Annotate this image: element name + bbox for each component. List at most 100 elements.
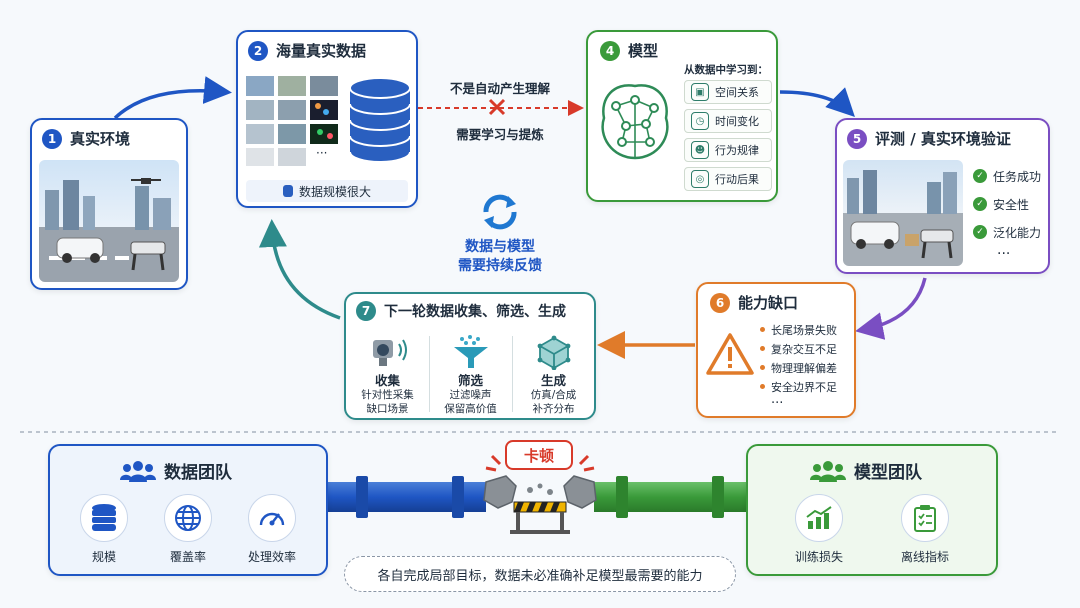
chart-icon bbox=[806, 506, 832, 529]
check-icon: ✓ bbox=[973, 225, 987, 239]
metric-efficiency: 处理效率 bbox=[232, 494, 312, 565]
database-icon bbox=[348, 76, 412, 170]
bottom-caption: 各自完成局部目标，数据未必准确补足模型最需要的能力 bbox=[344, 556, 736, 592]
check-icon: ✓ bbox=[973, 197, 987, 211]
team-icon bbox=[810, 460, 846, 482]
model-team-header: 模型团队 bbox=[810, 458, 922, 483]
small-database-icon bbox=[282, 185, 293, 197]
step-number: 4 bbox=[600, 40, 620, 61]
funnel-icon bbox=[453, 335, 488, 368]
tool-divider bbox=[512, 336, 513, 412]
step-number: 6 bbox=[710, 292, 730, 313]
refresh-cycle-icon bbox=[478, 190, 522, 238]
tool-label: 收集 bbox=[374, 373, 400, 388]
metric-training-loss: 训练损失 bbox=[776, 494, 862, 565]
clock-icon: ◷ bbox=[691, 112, 709, 130]
learn-title: 从数据中学习到： bbox=[684, 64, 768, 76]
arrow-5-to-6 bbox=[855, 277, 927, 340]
cube-icon: ▣ bbox=[691, 83, 709, 101]
check-list: ✓任务成功 ✓ 安全性 ✓ 泛化能力 ··· bbox=[973, 162, 1041, 262]
clipboard-icon bbox=[914, 505, 936, 532]
step-title: 海量真实数据 bbox=[276, 42, 367, 60]
alert-marks-icon bbox=[485, 454, 595, 472]
tool-desc: 过滤噪声 bbox=[449, 389, 492, 401]
tool-desc: 补齐分布 bbox=[532, 403, 575, 415]
metric-scale: 规模 bbox=[64, 494, 144, 565]
arrow-1-to-2 bbox=[113, 76, 232, 120]
link-label-top: 不是自动产生理解 bbox=[449, 81, 550, 96]
data-team-header: 数据团队 bbox=[120, 458, 232, 483]
check-item: ✓ 泛化能力 bbox=[973, 218, 1041, 246]
tool-generate: 生成 仿真/合成 补齐分布 bbox=[512, 334, 595, 416]
gap-item: 长尾场景失败 bbox=[760, 320, 837, 339]
database-icon bbox=[92, 504, 116, 531]
drone-icon bbox=[131, 178, 161, 184]
tool-desc: 针对性采集 bbox=[361, 389, 414, 401]
tool-collect: 收集 针对性采集 缺口场景 bbox=[346, 334, 429, 416]
metric-label: 训练损失 bbox=[794, 550, 843, 564]
learned-item-label: 空间关系 bbox=[715, 86, 759, 99]
pipe-flange bbox=[452, 476, 464, 518]
learned-item-label: 时间变化 bbox=[715, 115, 759, 128]
checks-ellipsis: ··· bbox=[997, 246, 1011, 262]
data-scale-caption: 数据规模很大 bbox=[246, 180, 408, 202]
metric-label: 离线指标 bbox=[900, 550, 949, 564]
step-title: 评测 / 真实环境验证 bbox=[875, 130, 1011, 148]
check-label: 泛化能力 bbox=[993, 225, 1042, 240]
step-real-environment: 1 真实环境 bbox=[30, 118, 188, 290]
check-icon: ✓ bbox=[973, 169, 987, 183]
learned-item: ◎ 行动后果 bbox=[684, 167, 772, 191]
gap-list: 长尾场景失败 复杂交互不足 物理理解偏差 安全边界不足 ··· bbox=[760, 320, 837, 412]
gap-item: 物理理解偏差 bbox=[760, 358, 837, 377]
pipe-flange bbox=[712, 476, 724, 518]
warning-icon bbox=[706, 332, 754, 380]
camera-icon bbox=[372, 339, 407, 366]
feedback-line-1: 数据与模型 bbox=[465, 239, 535, 255]
step-number: 7 bbox=[356, 301, 376, 321]
step-model: 4 模型 从数据中学习到： ▣ 空间关系 ◷ 时间变化 ☻ 行为规律 ◎ 行动后果 bbox=[586, 30, 778, 202]
barrier-icon bbox=[510, 501, 570, 534]
pipe-flange bbox=[356, 476, 368, 518]
evaluation-scene-image bbox=[843, 160, 963, 266]
thumbnails-ellipsis: ··· bbox=[316, 146, 328, 160]
data-scale-text: 数据规模很大 bbox=[298, 184, 371, 199]
tool-desc: 保留高价值 bbox=[444, 403, 497, 415]
blockage-illustration bbox=[483, 454, 597, 534]
cube-network-icon bbox=[537, 335, 570, 371]
learned-item: ▣ 空间关系 bbox=[684, 80, 772, 104]
data-team-panel: 数据团队 规模 覆盖率 处理效率 bbox=[48, 444, 328, 576]
check-label: 安全性 bbox=[993, 197, 1030, 212]
pipe-flange bbox=[616, 476, 628, 518]
model-team-title: 模型团队 bbox=[854, 463, 922, 483]
data-thumbnail-grid: ··· bbox=[246, 76, 340, 166]
street-scene-image bbox=[39, 160, 179, 282]
gap-item: 复杂交互不足 bbox=[760, 339, 837, 358]
tool-desc: 仿真/合成 bbox=[530, 389, 577, 401]
step-evaluation: 5 评测 / 真实环境验证 ✓任务成功 ✓安全性 ✓泛化能力 ··· bbox=[835, 118, 1050, 274]
target-icon: ◎ bbox=[691, 170, 709, 188]
learned-item-label: 行动后果 bbox=[715, 173, 759, 186]
step-title: 真实环境 bbox=[70, 130, 131, 148]
metric-label: 覆盖率 bbox=[169, 550, 206, 564]
people-icon: ☻ bbox=[691, 141, 709, 159]
metric-coverage: 覆盖率 bbox=[148, 494, 228, 565]
check-item: ✓ 安全性 bbox=[973, 190, 1041, 218]
arrow-4-to-5 bbox=[779, 87, 855, 117]
step-capability-gap: 6 能力缺口 长尾场景失败 复杂交互不足 物理理解偏差 安全边界不足 ··· bbox=[696, 282, 856, 418]
step-title: 能力缺口 bbox=[738, 294, 799, 312]
gap-item: 安全边界不足 bbox=[760, 377, 837, 396]
tool-label: 筛选 bbox=[457, 373, 483, 388]
step-title: 模型 bbox=[628, 42, 659, 60]
check-item: ✓任务成功 bbox=[973, 162, 1041, 190]
team-icon bbox=[120, 460, 156, 482]
arrow-7-to-2 bbox=[258, 219, 341, 320]
tool-label: 生成 bbox=[540, 373, 566, 388]
step-number: 2 bbox=[248, 40, 268, 61]
metric-label: 规模 bbox=[91, 550, 116, 564]
metric-label: 处理效率 bbox=[247, 550, 296, 564]
gap-ellipsis: ··· bbox=[771, 396, 784, 411]
learned-item-label: 行为规律 bbox=[715, 144, 759, 157]
tool-divider bbox=[429, 336, 430, 412]
step-title: 下一轮数据收集、筛选、生成 bbox=[384, 304, 566, 320]
